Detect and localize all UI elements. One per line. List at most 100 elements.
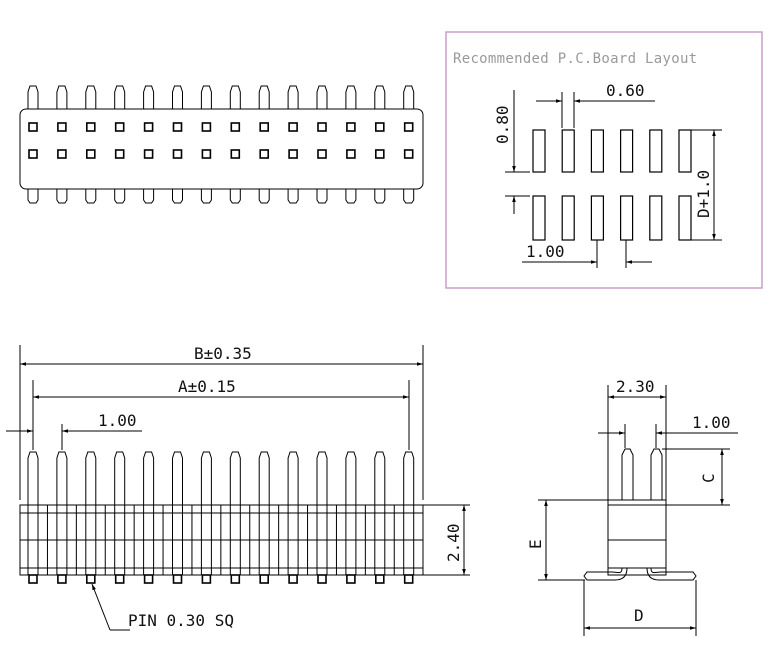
top-contact xyxy=(201,122,212,132)
top-pin-lower xyxy=(287,189,299,204)
front-pin xyxy=(229,451,241,505)
top-pin-lower xyxy=(114,189,126,204)
top-pin-upper xyxy=(316,85,328,109)
top-contact xyxy=(230,149,241,159)
top-pin-upper xyxy=(229,85,241,109)
front-pin xyxy=(200,451,212,505)
front-pin xyxy=(403,451,415,505)
top-pin-lower xyxy=(374,189,386,204)
top-pin-lower xyxy=(316,189,328,204)
top-pin-upper xyxy=(27,85,39,109)
top-contact xyxy=(86,122,96,132)
top-pin-lower xyxy=(403,189,415,204)
top-contact xyxy=(172,149,183,159)
width-label: D xyxy=(634,606,644,625)
top-pin-upper xyxy=(56,85,68,109)
top-pin-lower xyxy=(143,189,155,204)
pad-gap-label: 0.80 xyxy=(493,105,512,144)
front-pin-foot xyxy=(57,574,67,584)
top-contact xyxy=(230,122,241,132)
pcb-pad xyxy=(649,195,663,241)
top-contact xyxy=(28,122,38,132)
height-label: E xyxy=(526,539,545,549)
top-contact xyxy=(57,122,67,132)
front-pin-foot xyxy=(114,574,125,584)
top-contact xyxy=(403,122,414,132)
front-pin-foot xyxy=(172,574,183,584)
front-pitch-label: 1.00 xyxy=(98,411,137,430)
pcb-pad xyxy=(561,129,575,173)
pcb-pad xyxy=(678,129,692,173)
front-pin-foot xyxy=(259,574,270,584)
top-pin-lower xyxy=(200,189,212,204)
front-pin-foot xyxy=(143,574,154,584)
row-spacing-label: 2.30 xyxy=(616,377,655,396)
front-pin-foot xyxy=(86,574,96,584)
pcb-layout-title: Recommended P.C.Board Layout xyxy=(453,51,697,67)
pcb-pads xyxy=(532,129,692,241)
side-lead-right xyxy=(646,567,697,581)
top-contact xyxy=(86,149,96,159)
front-pin xyxy=(143,451,155,505)
pcb-layout-panel: Recommended P.C.Board Layout 0.60 0.80 D… xyxy=(445,31,763,289)
top-pin-upper xyxy=(287,85,299,109)
front-pin xyxy=(345,451,357,505)
top-view-body xyxy=(19,108,424,190)
side-pin-right xyxy=(650,448,663,500)
front-pin xyxy=(27,451,39,505)
front-pin xyxy=(172,451,183,505)
front-pin-foot xyxy=(403,574,414,584)
top-pin-upper xyxy=(114,85,126,109)
top-contact xyxy=(374,149,385,159)
front-pin xyxy=(85,451,97,505)
top-pin-upper xyxy=(258,85,270,109)
front-pin xyxy=(287,451,299,505)
top-pin-lower xyxy=(172,189,183,204)
front-view-pins xyxy=(27,451,415,584)
overall-length-label: B±0.35 xyxy=(194,344,252,363)
top-contact xyxy=(317,149,327,159)
top-contact xyxy=(259,149,270,159)
top-pin-upper xyxy=(143,85,155,109)
top-contact xyxy=(201,149,212,159)
top-pin-upper xyxy=(345,85,357,109)
pin-length-label: C xyxy=(699,473,718,483)
top-pin-upper xyxy=(403,85,415,109)
top-pin-lower xyxy=(27,189,39,204)
top-contact xyxy=(374,122,385,132)
top-view-pins xyxy=(27,85,415,204)
pcb-pad xyxy=(532,195,546,241)
top-pin-upper xyxy=(374,85,386,109)
top-contact xyxy=(317,122,327,132)
row-span-label: D+1.0 xyxy=(694,170,713,218)
front-pin xyxy=(114,451,126,505)
top-contact xyxy=(288,149,298,159)
front-pin xyxy=(374,451,386,505)
top-contact xyxy=(114,122,125,132)
front-pin xyxy=(316,451,328,505)
top-contact xyxy=(57,149,67,159)
pcb-layout-frame xyxy=(445,31,763,289)
top-view xyxy=(19,85,424,204)
pcb-pad xyxy=(649,129,663,173)
pad-width-label: 0.60 xyxy=(606,81,645,100)
pcb-pad xyxy=(532,129,546,173)
pcb-pad xyxy=(619,129,634,173)
front-pin-foot xyxy=(201,574,212,584)
front-view: B±0.35 A±0.15 1.00 2.40 PIN 0.30 SQ xyxy=(6,344,470,631)
pin-note-label: PIN 0.30 SQ xyxy=(128,611,234,630)
pcb-pad xyxy=(590,129,605,173)
top-contact xyxy=(259,122,270,132)
pcb-pad xyxy=(619,195,634,241)
front-pin-foot xyxy=(288,574,298,584)
top-pin-lower xyxy=(229,189,241,204)
body-height-label: 2.40 xyxy=(444,523,463,562)
top-pin-lower xyxy=(258,189,270,204)
top-pin-lower xyxy=(345,189,357,204)
front-pin-foot xyxy=(317,574,327,584)
side-pin-left xyxy=(621,448,634,500)
front-pin-foot xyxy=(346,574,356,584)
side-view: 2.30 1.00 C E D xyxy=(526,377,738,636)
pcb-pad xyxy=(678,195,692,241)
